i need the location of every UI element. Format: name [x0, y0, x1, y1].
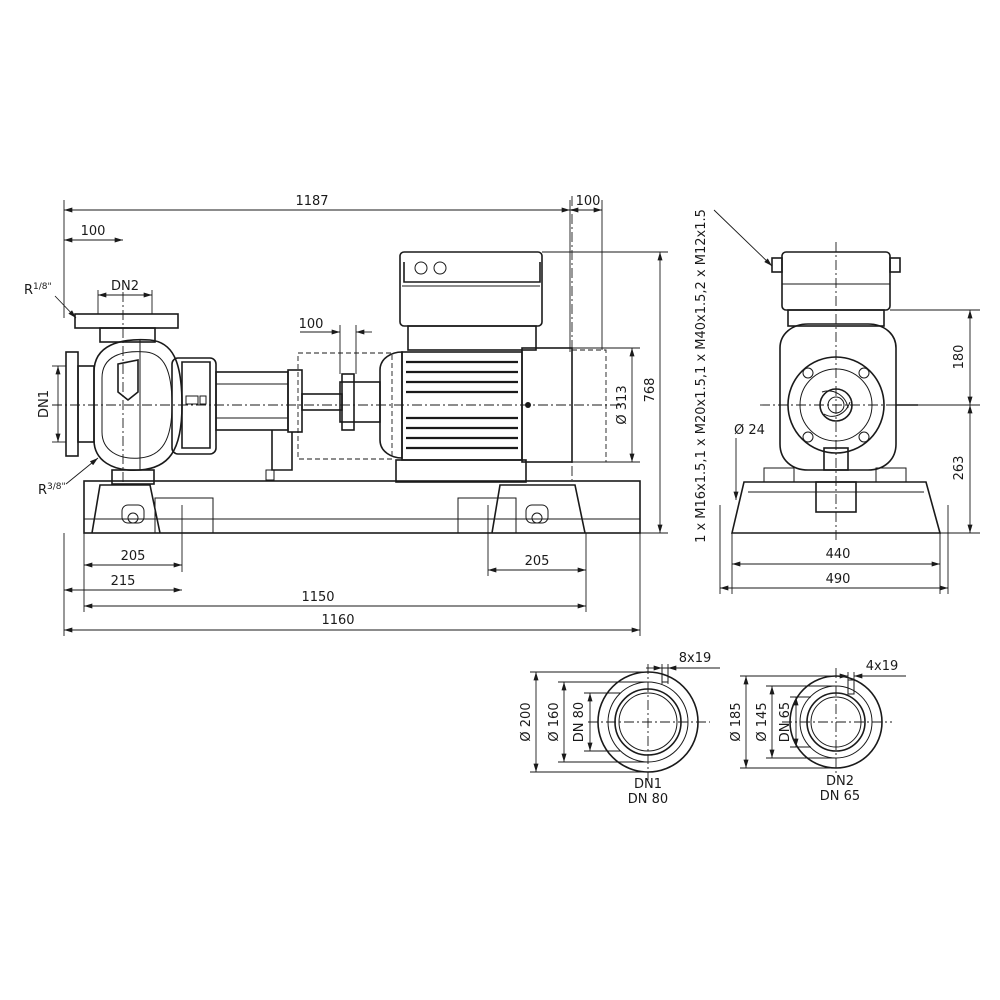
dim-total-length: 1187 [63, 194, 571, 352]
dn2-bore-label: DN 65 [778, 702, 793, 742]
dim-bolt-hole-label: Ø 24 [734, 423, 765, 438]
dn1-bore-label: DN 80 [572, 702, 587, 742]
dim-foot-right-label: 205 [525, 554, 550, 569]
dim-motor-overhang-label: 100 [576, 194, 601, 209]
dim-base-length-inner-label: 1150 [301, 590, 334, 605]
dim-pump-center: 215 [63, 533, 183, 636]
dim-foot-left: 205 [83, 505, 183, 612]
dim-discharge: DN2 [97, 279, 153, 314]
front-view: 1187 100 100 DN2 DN1 R1/8" [24, 194, 668, 636]
dim-motor-diameter: Ø 313 [572, 347, 640, 463]
pump-volute [65, 313, 183, 485]
coupling-guard [297, 352, 393, 460]
bearing-bracket [171, 357, 303, 481]
dim-base-length-outer-label: 1160 [321, 613, 354, 628]
cable-gland-callout: 1 x M16x1.5,1 x M20x1.5,1 x M40x1.5,2 x … [694, 209, 773, 543]
motor [379, 347, 607, 483]
dim-pump-center-label: 215 [111, 574, 136, 589]
dn2-name-label: DN2 [826, 774, 854, 789]
dim-foot-left-label: 205 [121, 549, 146, 564]
dim-base-width-outer: 490 [719, 505, 949, 594]
dn2-holes-label: 4x19 [866, 659, 899, 674]
dim-base-length-outer: 1160 [64, 533, 641, 636]
dim-suction: DN1 [37, 365, 66, 443]
dn1-name-label: DN1 [634, 777, 662, 792]
dim-discharge-label: DN2 [111, 279, 139, 294]
dn2-size-label: DN 65 [820, 789, 860, 804]
dim-base-width-outer-label: 490 [826, 572, 851, 587]
vent-plug-label: R1/8" [24, 282, 52, 298]
cable-glands-label: 1 x M16x1.5,1 x M20x1.5,1 x M40x1.5,2 x … [694, 209, 709, 543]
dim-flange-offset: 100 [64, 224, 123, 243]
dn2-bolt-circle-label: Ø 145 [755, 702, 770, 741]
dim-motor-diameter-label: Ø 313 [615, 385, 630, 424]
flange-dn2: Ø 185 Ø 145 DN 65 4x19 DN2 DN 65 [729, 659, 906, 804]
dn1-holes-label: 8x19 [679, 651, 712, 666]
side-view: 1 x M16x1.5,1 x M20x1.5,1 x M40x1.5,2 x … [694, 209, 980, 594]
dim-shaft-upper-label: 180 [952, 345, 967, 370]
terminal-box [399, 251, 543, 351]
dn1-size-label: DN 80 [628, 792, 668, 807]
dim-total-length-label: 1187 [295, 194, 328, 209]
dim-bolt-hole: Ø 24 [733, 423, 765, 500]
dim-shaft-lower-label: 263 [952, 456, 967, 481]
dim-flange-offset-label: 100 [81, 224, 106, 239]
drain-plug-callout: R3/8" [38, 457, 99, 498]
dim-foot-right: 205 [487, 505, 587, 612]
dim-height-label: 768 [643, 378, 658, 403]
dim-suction-label: DN1 [37, 390, 52, 418]
dim-coupling-guard: 100 [299, 317, 372, 374]
flange-dn1: Ø 200 Ø 160 DN 80 8x19 DN1 DN 80 [519, 651, 720, 807]
vent-plug-callout: R1/8" [24, 282, 77, 319]
dim-base-width-inner: 440 [731, 533, 941, 594]
dim-shaft-upper: 180 [890, 309, 980, 406]
side-pump-body [779, 323, 918, 471]
dim-base-length-inner: 1150 [84, 590, 587, 609]
dn1-bolt-circle-label: Ø 160 [547, 702, 562, 741]
dim-motor-overhang: 100 [569, 194, 603, 350]
dim-height: 768 [542, 251, 668, 534]
dn2-outer-label: Ø 185 [729, 702, 744, 741]
base-frame [83, 480, 641, 534]
dim-coupling-guard-label: 100 [299, 317, 324, 332]
dn1-outer-label: Ø 200 [519, 702, 534, 741]
dim-shaft-lower: 263 [940, 405, 980, 534]
dim-base-width-inner-label: 440 [826, 547, 851, 562]
drain-plug-label: R3/8" [38, 482, 66, 498]
